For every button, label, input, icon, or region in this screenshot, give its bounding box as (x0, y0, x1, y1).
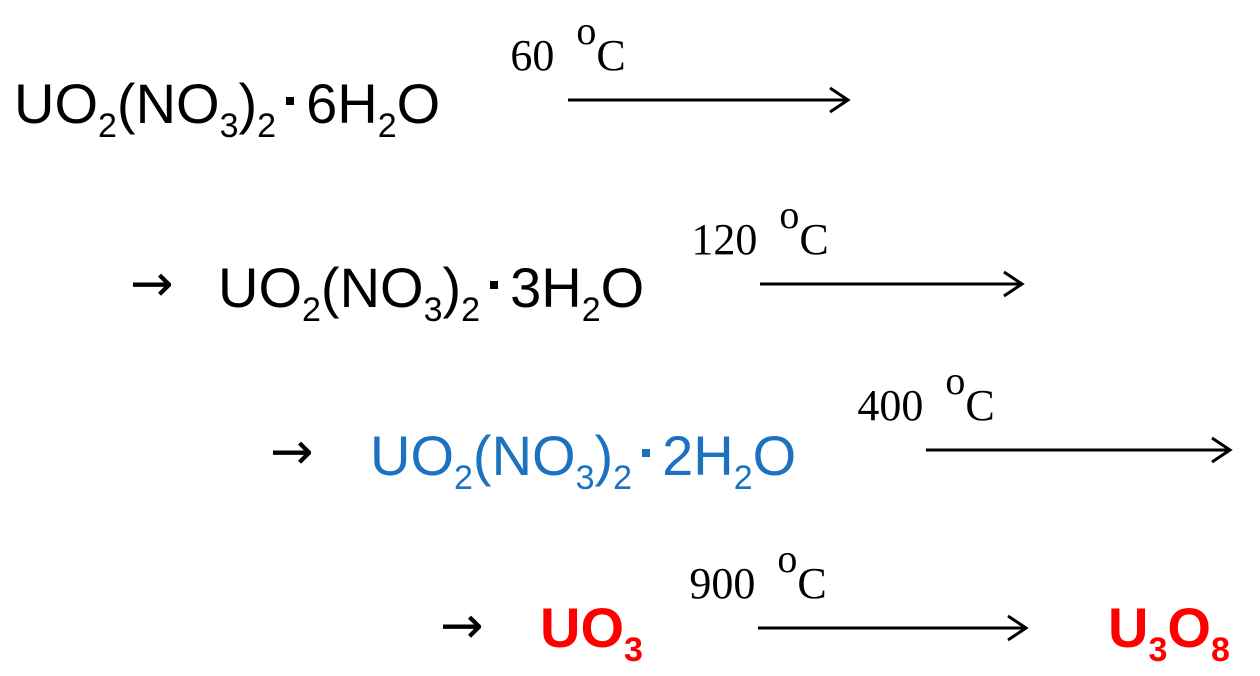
subscript: 2 (581, 291, 601, 329)
formula-text: ) (594, 424, 614, 487)
arrow-icon (760, 270, 1025, 298)
formula-text: U (1108, 596, 1149, 659)
degree-symbol: o (779, 192, 800, 237)
condition-label: 400 oC (857, 361, 995, 430)
formula-text: (NO (472, 424, 576, 487)
continuation-arrow-icon: → (440, 596, 484, 656)
formula-text: O (600, 256, 645, 319)
formula-text: O (752, 424, 797, 487)
formula-text: ) (238, 72, 258, 135)
formula-text: O (1167, 596, 1211, 659)
degree-symbol: o (945, 358, 966, 403)
subscript: 8 (1210, 631, 1230, 669)
formula-text: UO (14, 72, 98, 135)
formula-text: UO (370, 424, 454, 487)
continuation-arrow-icon: → (270, 422, 314, 482)
water-count: 3 (510, 256, 542, 319)
subscript: 2 (257, 107, 277, 145)
subscript: 3 (1148, 631, 1168, 669)
water-count: 6 (306, 72, 338, 135)
temperature-unit: C (596, 31, 626, 80)
subscript: 2 (733, 459, 753, 497)
temperature-value: 400 (857, 381, 924, 430)
degree-symbol: o (777, 536, 798, 581)
formula-text: UO (218, 256, 302, 319)
temperature-unit: C (799, 215, 829, 264)
formula-text: O (396, 72, 441, 135)
subscript: 3 (575, 459, 595, 497)
condition-label: 60 oC (510, 11, 626, 80)
subscript: 2 (302, 291, 321, 329)
subscript: 2 (613, 459, 633, 497)
formula-uranium-trioxide: UO3 (540, 600, 643, 668)
formula-text: H (693, 424, 734, 487)
temperature-value: 900 (689, 559, 756, 608)
continuation-arrow-icon: → (130, 254, 174, 314)
subscript: 2 (377, 107, 397, 145)
subscript: 2 (461, 291, 481, 329)
hydrate-dot (490, 281, 499, 289)
subscript: 2 (454, 459, 473, 497)
formula-text: H (337, 72, 378, 135)
formula-text: (NO (116, 72, 220, 135)
subscript: 3 (219, 107, 239, 145)
degree-symbol: o (576, 8, 597, 53)
formula-text: (NO (320, 256, 424, 319)
formula-text: ) (442, 256, 462, 319)
subscript: 2 (98, 107, 117, 145)
subscript: 3 (624, 631, 643, 669)
temperature-unit: C (797, 559, 827, 608)
arrow-icon (568, 86, 851, 114)
formula-text: UO (540, 596, 624, 659)
formula-text: H (541, 256, 582, 319)
condition-label: 900 oC (689, 539, 827, 608)
temperature-value: 60 (510, 31, 555, 80)
subscript: 3 (423, 291, 443, 329)
temperature-unit: C (965, 381, 995, 430)
temperature-value: 120 (691, 215, 758, 264)
condition-label: 120 oC (691, 195, 829, 264)
water-count: 2 (662, 424, 694, 487)
hydrate-dot (286, 97, 295, 105)
arrow-icon (758, 614, 1029, 642)
hydrate-dot (642, 449, 651, 457)
arrow-icon (926, 436, 1233, 464)
formula-triuranium-octoxide: U3O8 (1108, 600, 1230, 668)
